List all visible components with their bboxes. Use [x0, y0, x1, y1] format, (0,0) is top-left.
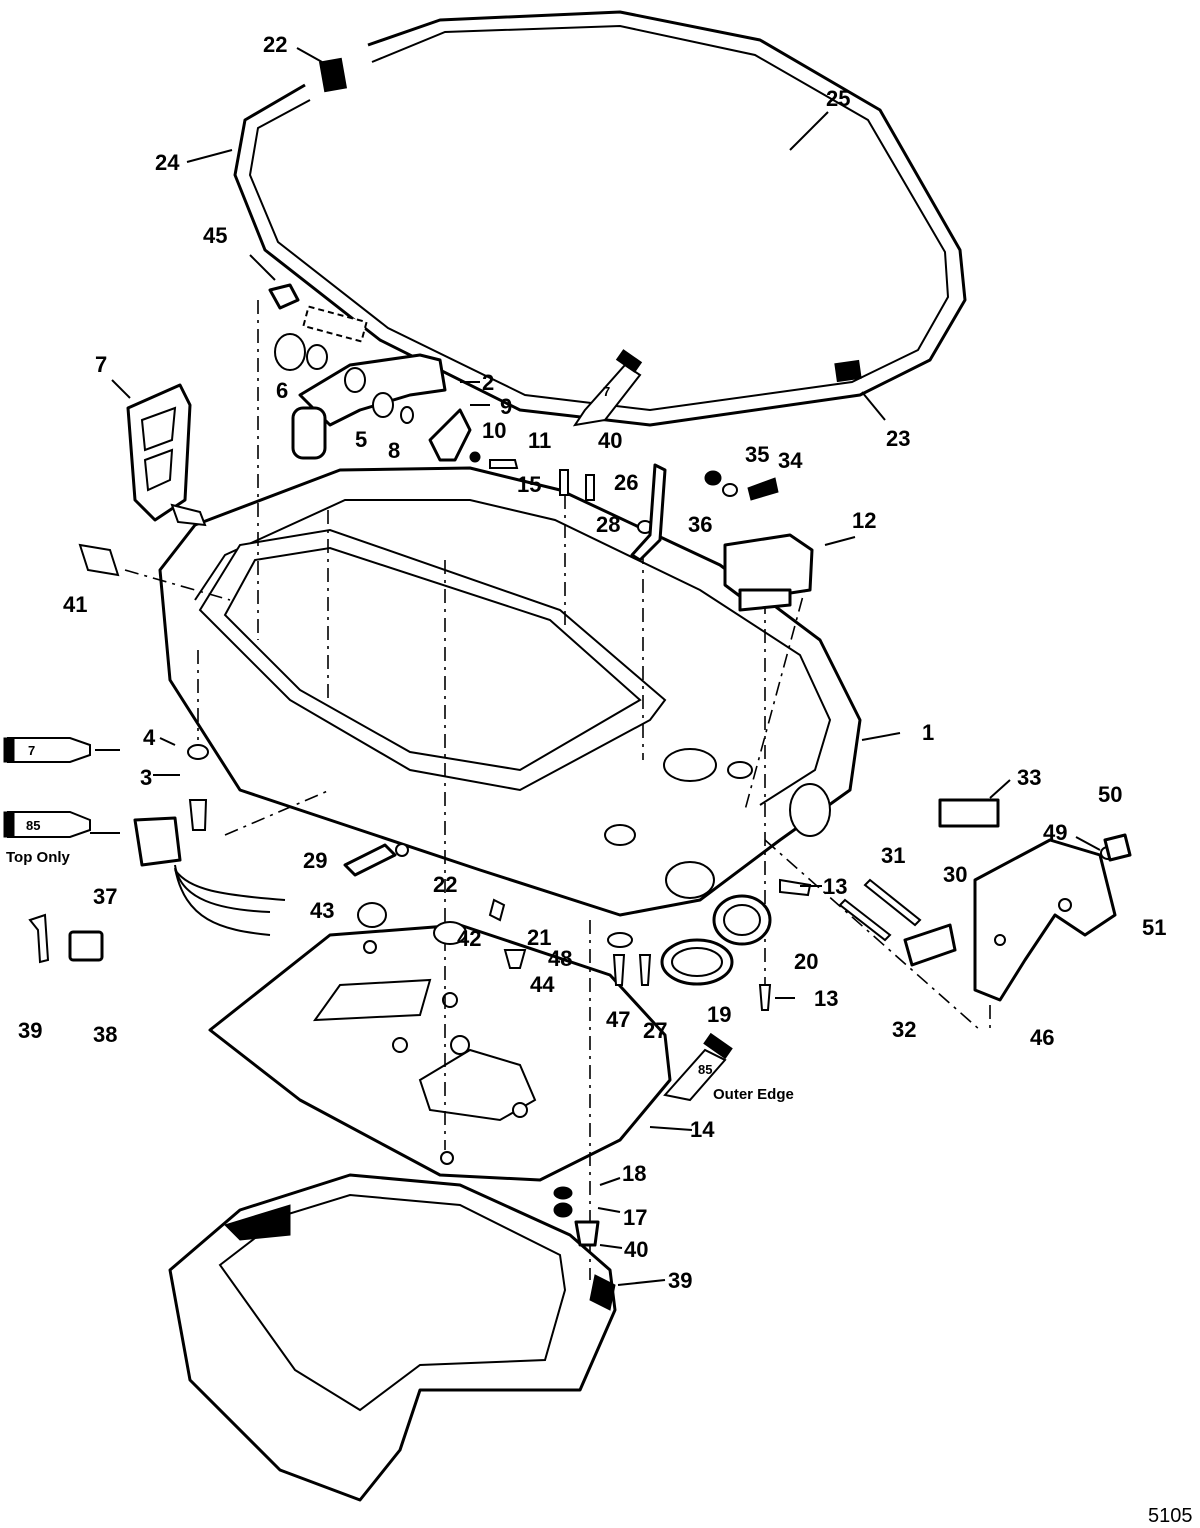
callout-45: 44 [530, 972, 555, 997]
note-top-only: Top Only [6, 849, 71, 866]
callout-5: 5 [355, 427, 367, 452]
alignment-lines [124, 300, 991, 1280]
callout-52: 51 [1142, 915, 1166, 940]
callout-43: 42 [457, 926, 481, 951]
callout-35: 36 [688, 512, 712, 537]
brackets [630, 463, 1132, 1002]
callout-41: 40 [598, 428, 622, 453]
callout-14: 14 [690, 1117, 715, 1142]
callout-1: 1 [922, 720, 934, 745]
callout-37: 38 [93, 1022, 117, 1047]
sealant-tube-85-left: 85 [3, 811, 91, 838]
callout-numbers: 22 23 24 25 45 7 6 2 9 5 8 10 11 40 15 2… [18, 32, 1166, 1293]
callout-30: 31 [881, 843, 905, 868]
bottom-plate [208, 923, 672, 1182]
callout-19: 20 [794, 949, 818, 974]
handle [126, 383, 207, 527]
callout-46: 45 [203, 223, 227, 248]
callout-18: 19 [707, 1002, 731, 1027]
callout-4: 4 [143, 725, 156, 750]
callout-36: 37 [93, 884, 117, 909]
callout-31: 32 [892, 1017, 916, 1042]
switch-and-wires [28, 816, 286, 964]
callout-8: 8 [388, 438, 400, 463]
callout-20: 21 [527, 925, 551, 950]
cowl-seal-ring [233, 10, 967, 427]
callout-3: 3 [140, 765, 152, 790]
callout-50: 49 [1043, 820, 1067, 845]
callout-2: 2 [482, 370, 494, 395]
callout-12: 12 [852, 508, 876, 533]
callout-15: 15 [517, 472, 541, 497]
callout-11: 11 [528, 428, 551, 453]
callout-13a: 13 [823, 874, 847, 899]
callout-39b: 39 [668, 1268, 692, 1293]
callout-9: 9 [500, 394, 512, 419]
callout-28: 29 [303, 848, 327, 873]
callout-48: 47 [606, 1007, 630, 1032]
callout-21: 22 [433, 872, 457, 897]
callout-22a: 22 [263, 32, 287, 57]
latch-lever [428, 408, 481, 463]
tube-85-label: 85 [26, 818, 40, 833]
note-outer-edge: Outer Edge [713, 1086, 794, 1103]
callout-32: 33 [1017, 765, 1041, 790]
drain-and-grommets [343, 843, 772, 986]
callout-22b: 23 [886, 426, 910, 451]
callout-17: 18 [622, 1161, 646, 1186]
washers-nuts [187, 470, 1116, 1247]
callout-7: 7 [95, 352, 107, 377]
callout-6: 6 [276, 378, 288, 403]
callout-23: 24 [155, 150, 180, 175]
screws [78, 459, 812, 1011]
callout-24: 25 [826, 86, 850, 111]
sealant-tube-85-plate: 85 [663, 1032, 733, 1102]
figure-number: 5105 [1148, 1505, 1193, 1527]
callout-40b: 40 [624, 1237, 648, 1262]
tube-7-label: 7 [28, 743, 35, 758]
callout-13b: 13 [814, 986, 838, 1011]
callout-38: 39 [18, 1018, 42, 1043]
callout-29: 30 [943, 862, 967, 887]
tube-85-plate-label: 85 [698, 1062, 712, 1077]
sealant-tube-7-left: 7 [3, 737, 91, 763]
hinge-bracket [268, 283, 447, 460]
callout-27: 28 [596, 512, 620, 537]
callout-34: 35 [745, 442, 769, 467]
tube-7-top-label: 7 [603, 384, 610, 399]
leader-lines [90, 47, 1101, 1286]
callout-16: 17 [623, 1205, 647, 1230]
callout-49: 48 [548, 946, 572, 971]
callout-10: 10 [482, 418, 506, 443]
lower-cowl-skirt [168, 1173, 617, 1502]
callout-26: 27 [643, 1018, 667, 1043]
callout-25: 26 [614, 470, 638, 495]
bottom-cowl [158, 466, 862, 917]
callout-51: 50 [1098, 782, 1122, 807]
callout-47: 46 [1030, 1025, 1054, 1050]
callout-42: 41 [63, 592, 87, 617]
sealant-tube-7-top: 7 [572, 349, 643, 427]
callout-33: 34 [778, 448, 803, 473]
callout-44: 43 [310, 898, 334, 923]
